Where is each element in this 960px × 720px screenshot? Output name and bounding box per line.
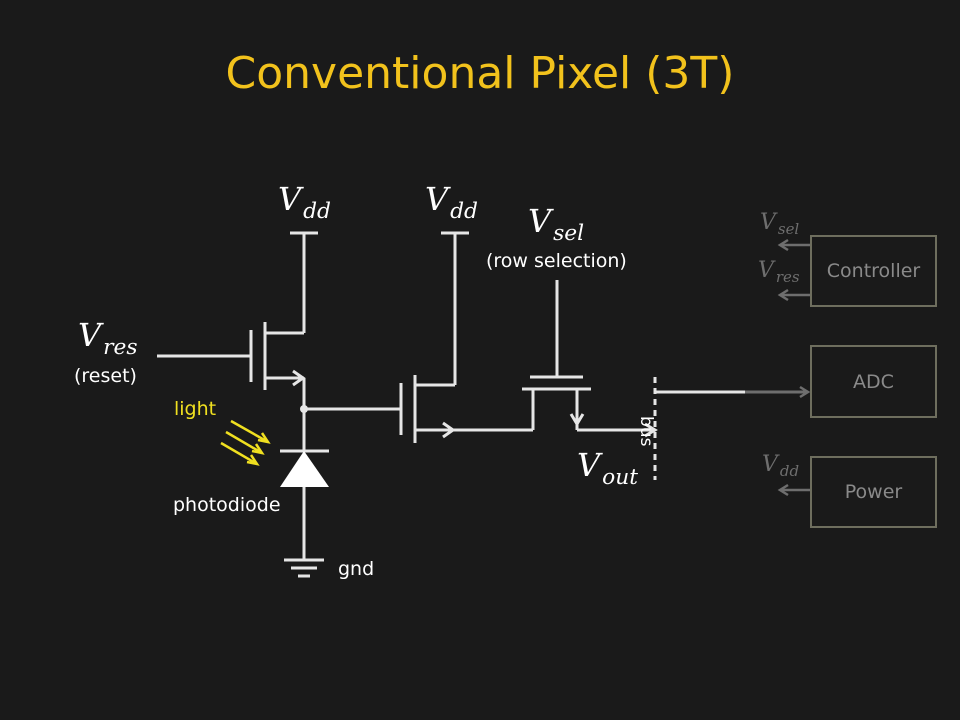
reset-label: (reset) — [74, 365, 137, 387]
photodiode-label: photodiode — [173, 494, 281, 516]
vdd1-label: Vdd — [278, 180, 331, 224]
sel-arrow — [569, 413, 585, 427]
vout-arrow — [644, 422, 658, 438]
adc-arrow — [799, 385, 811, 399]
vdd2-label: Vdd — [425, 180, 478, 224]
controller-block: Controller — [810, 235, 937, 307]
vout-label: Vout — [577, 446, 638, 490]
gnd-label: gnd — [338, 558, 375, 580]
slide-title: Conventional Pixel (3T) — [225, 48, 735, 99]
vres-label: Vres — [78, 316, 138, 360]
vsel-label: Vsel — [528, 202, 585, 246]
light-label: light — [174, 398, 217, 420]
row-selection-label: (row selection) — [486, 250, 627, 272]
sf-arrow — [442, 421, 456, 439]
adc-block: ADC — [810, 345, 937, 418]
node-dot — [300, 405, 308, 413]
photodiode-triangle — [280, 451, 329, 487]
bus-label: bus — [636, 416, 656, 447]
light-arrows — [220, 419, 271, 466]
power-block: Power — [810, 456, 937, 528]
